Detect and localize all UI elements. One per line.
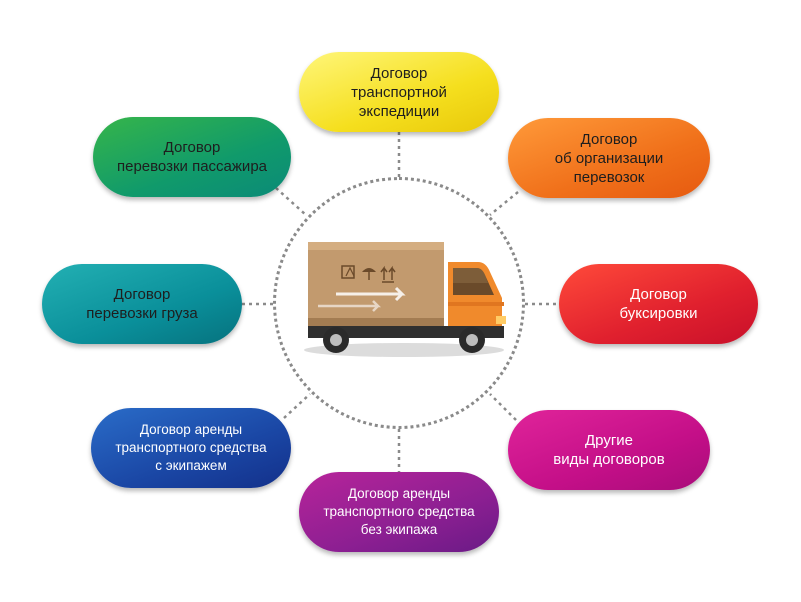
node-vehicle-rental-with-crew: Договор аренды транспортного средства с … — [91, 408, 291, 488]
node-label: Договор аренды транспортного средства с … — [115, 422, 267, 473]
node-label: Другие виды договоров — [553, 432, 665, 468]
node-towing: Договор буксировки — [559, 264, 758, 344]
connector-crew — [283, 393, 311, 419]
node-label: Договор аренды транспортного средства бе… — [323, 486, 475, 537]
node-label: Договор транспортной экспедиции — [351, 64, 447, 120]
connector-organize — [489, 191, 519, 216]
node-label: Договор об организации перевозок — [554, 130, 664, 186]
node-passenger-transport: Договор перевозки пассажира — [93, 117, 291, 197]
node-label: Договор буксировки — [619, 286, 698, 322]
node-cargo-transport: Договор перевозки груза — [42, 264, 242, 344]
node-transport-expedition: Договор транспортной экспедиции — [299, 52, 499, 132]
connector-passenger — [275, 187, 307, 216]
node-transport-organization: Договор об организации перевозок — [508, 118, 710, 198]
delivery-truck-icon — [304, 242, 506, 357]
node-vehicle-rental-without-crew: Договор аренды транспортного средства бе… — [299, 472, 499, 552]
node-other-contracts: Другие виды договоров — [508, 410, 710, 490]
connector-other — [489, 393, 517, 421]
node-label: Договор перевозки груза — [86, 286, 198, 322]
node-label: Договор перевозки пассажира — [116, 139, 267, 175]
